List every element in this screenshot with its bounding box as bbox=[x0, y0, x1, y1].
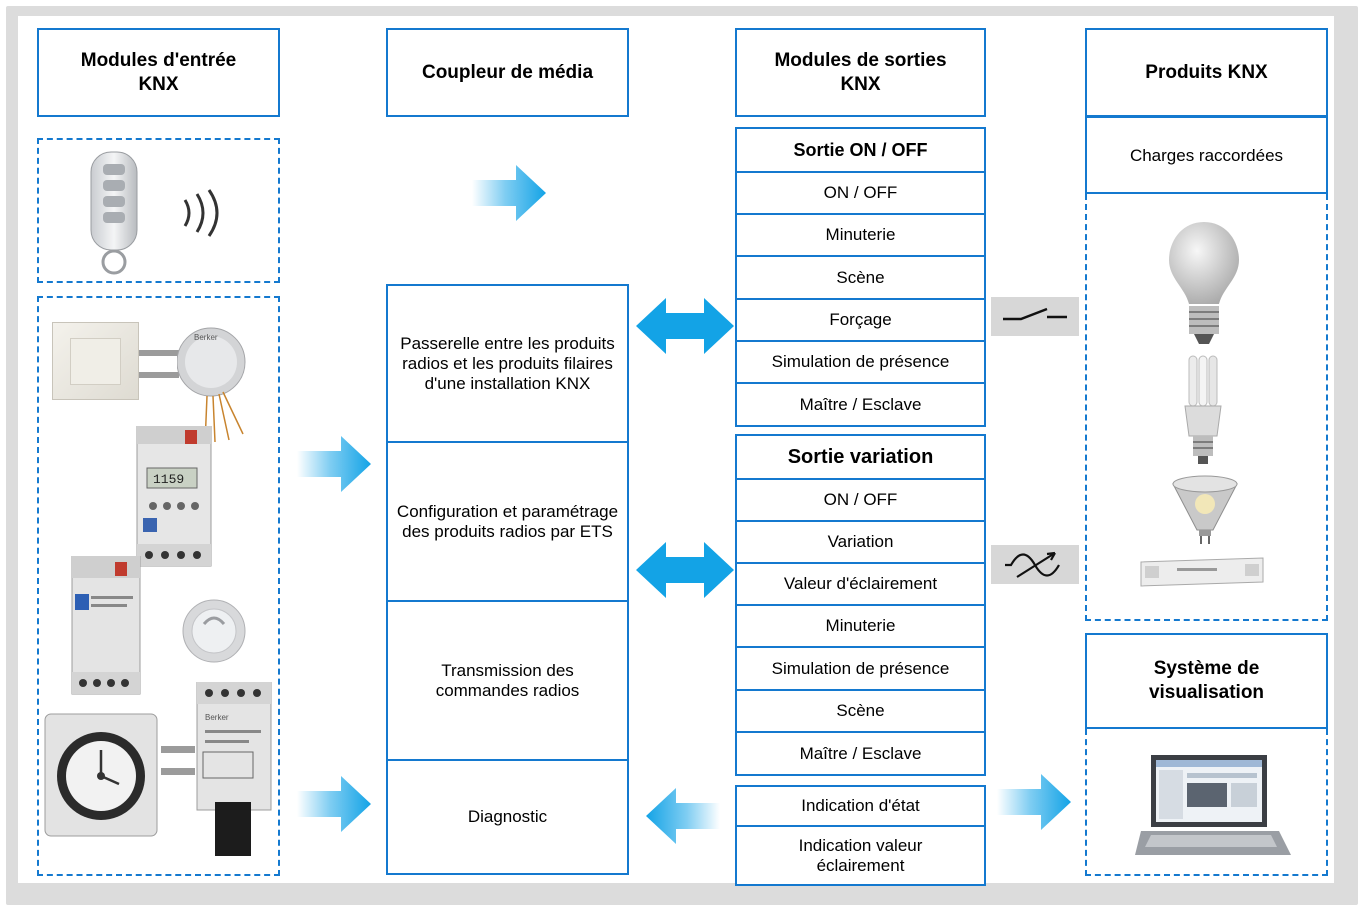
dimming-output-item-label: Variation bbox=[827, 532, 894, 551]
arrow-left-icon bbox=[646, 788, 720, 844]
arrow-right-icon bbox=[997, 774, 1071, 830]
din-binary-input-icon: Berker bbox=[196, 682, 272, 856]
onoff-output-item: Forçage bbox=[737, 300, 984, 342]
onoff-output-title-label: Sortie ON / OFF bbox=[793, 140, 928, 160]
status-output-item: Indication d'état bbox=[737, 787, 984, 827]
wire-connector bbox=[161, 746, 195, 753]
loads-panel bbox=[1085, 194, 1328, 621]
onoff-output-item: ON / OFF bbox=[737, 173, 984, 215]
dimming-output-title-label: Sortie variation bbox=[787, 446, 934, 468]
dimming-output-block: Sortie variation ON / OFF Variation Vale… bbox=[735, 434, 986, 776]
cfl-bulb-icon bbox=[1184, 355, 1222, 464]
push-button-icon bbox=[52, 322, 139, 400]
onoff-output-item: Minuterie bbox=[737, 215, 984, 257]
header-output-modules-label: Modules de sorties KNX bbox=[774, 49, 947, 95]
dimming-output-item-label: Valeur d'éclairement bbox=[783, 574, 938, 593]
wire-connector bbox=[161, 768, 195, 775]
header-input-modules-label: Modules d'entrée KNX bbox=[80, 49, 237, 95]
status-output-item: Indication valeur éclairement bbox=[737, 827, 984, 884]
status-output-block: Indication d'état Indication valeur écla… bbox=[735, 785, 986, 886]
onoff-output-item-label: Scène bbox=[836, 267, 885, 287]
wire-connector bbox=[139, 350, 179, 356]
status-output-item-label: Indication d'état bbox=[801, 796, 920, 815]
presence-detector-icon bbox=[182, 599, 246, 663]
header-media-coupler: Coupleur de média bbox=[386, 28, 629, 117]
wire-connector bbox=[139, 372, 179, 378]
arrow-right-icon bbox=[472, 165, 546, 221]
coupler-function-gateway: Passerelle entre les produits radios et … bbox=[388, 286, 627, 443]
coupler-function-transmission-label: Transmission des commandes radios bbox=[435, 660, 580, 700]
coupler-function-configuration-label: Configuration et paramétrage des produit… bbox=[396, 501, 619, 541]
dimming-output-item-label: Maître / Esclave bbox=[799, 743, 922, 763]
dimming-output-item: Variation bbox=[737, 522, 984, 564]
device-brand-label: Berker bbox=[205, 713, 229, 722]
visualisation-panel bbox=[1085, 729, 1328, 876]
device-brand-label: Berker bbox=[194, 333, 218, 342]
dimming-output-item: ON / OFF bbox=[737, 480, 984, 522]
switch-symbol-icon bbox=[1003, 307, 1067, 321]
halogen-spot-icon bbox=[1172, 475, 1238, 544]
double-arrow-icon bbox=[636, 298, 734, 354]
dimming-output-item-label: ON / OFF bbox=[823, 490, 898, 509]
dimmer-symbol-icon bbox=[1005, 551, 1060, 578]
coupler-function-gateway-label: Passerelle entre les produits radios et … bbox=[400, 333, 615, 393]
dimming-output-item-label: Minuterie bbox=[825, 616, 896, 635]
wired-input-devices-panel: Berker 1159 bbox=[37, 296, 280, 876]
switch-symbol bbox=[991, 297, 1079, 336]
dimmer-symbol bbox=[991, 545, 1079, 584]
status-output-item-label: Indication valeur éclairement bbox=[798, 835, 923, 875]
connected-loads-header: Charges raccordées bbox=[1085, 116, 1328, 194]
onoff-output-item-label: Minuterie bbox=[825, 225, 896, 244]
coupler-functions-block: Passerelle entre les produits radios et … bbox=[386, 284, 629, 875]
coupler-function-transmission: Transmission des commandes radios bbox=[388, 602, 627, 761]
header-knx-products-label: Produits KNX bbox=[1145, 61, 1268, 83]
dimming-output-item: Minuterie bbox=[737, 606, 984, 648]
visualisation-header: Système de visualisation bbox=[1085, 633, 1328, 729]
dimming-output-item: Maître / Esclave bbox=[737, 733, 984, 774]
dimming-output-item-label: Scène bbox=[836, 701, 885, 720]
arrow-right-icon bbox=[297, 436, 371, 492]
connected-loads-label: Charges raccordées bbox=[1129, 145, 1284, 165]
onoff-output-block: Sortie ON / OFF ON / OFF Minuterie Scène… bbox=[735, 127, 986, 427]
onoff-output-item: Maître / Esclave bbox=[737, 384, 984, 425]
arrow-right-icon bbox=[297, 776, 371, 832]
header-input-modules: Modules d'entrée KNX bbox=[37, 28, 280, 117]
onoff-output-title: Sortie ON / OFF bbox=[737, 129, 984, 173]
radio-waves-icon bbox=[183, 189, 219, 237]
onoff-output-item-label: Maître / Esclave bbox=[799, 394, 922, 414]
din-timer-module-icon: 1159 bbox=[136, 426, 212, 567]
double-arrow-icon bbox=[636, 542, 734, 598]
laptop-icon bbox=[1135, 755, 1291, 855]
onoff-output-item-label: Simulation de présence bbox=[771, 352, 950, 371]
coupler-function-configuration: Configuration et paramétrage des produit… bbox=[388, 443, 627, 602]
remote-control-icon bbox=[90, 151, 138, 275]
dimming-output-item-label: Simulation de présence bbox=[771, 658, 950, 678]
dimming-output-item: Simulation de présence bbox=[737, 648, 984, 691]
coupler-function-diagnostic: Diagnostic bbox=[388, 761, 627, 873]
onoff-output-item-label: Forçage bbox=[829, 310, 892, 329]
onoff-output-item: Scène bbox=[737, 257, 984, 300]
flush-mount-module-icon: Berker bbox=[177, 327, 246, 445]
bulb-icon bbox=[1169, 222, 1239, 344]
coupler-function-diagnostic-label: Diagnostic bbox=[467, 807, 548, 826]
transformer-icon bbox=[1140, 557, 1264, 587]
onoff-output-item-label: ON / OFF bbox=[823, 183, 898, 202]
analog-time-switch-icon bbox=[44, 713, 158, 837]
onoff-output-item: Simulation de présence bbox=[737, 342, 984, 384]
header-knx-products: Produits KNX bbox=[1085, 28, 1328, 117]
visualisation-header-label: Système de visualisation bbox=[1148, 658, 1265, 703]
din-module-icon bbox=[71, 556, 141, 695]
header-output-modules: Modules de sorties KNX bbox=[735, 28, 986, 117]
radio-transmitter-panel bbox=[37, 138, 280, 283]
timer-display-readout: 1159 bbox=[153, 472, 184, 487]
dimming-output-title: Sortie variation bbox=[737, 436, 984, 480]
header-media-coupler-label: Coupleur de média bbox=[421, 61, 594, 83]
dimming-output-item: Scène bbox=[737, 691, 984, 733]
dimming-output-item: Valeur d'éclairement bbox=[737, 564, 984, 606]
